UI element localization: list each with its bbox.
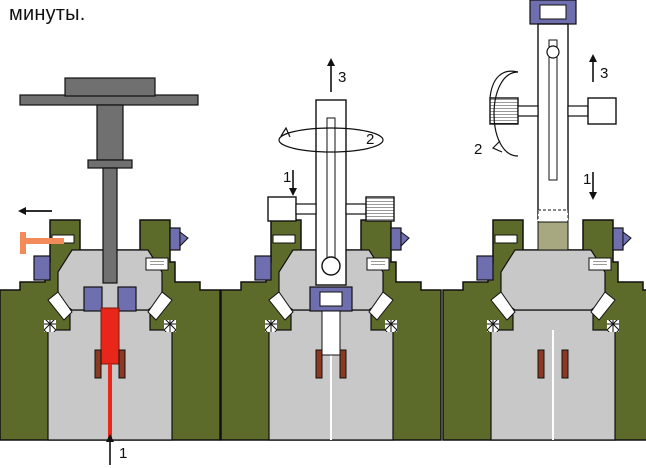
stage-2-plug-insertion: 3 2 1 [220, 58, 442, 441]
caption-text: минуты. [9, 3, 86, 25]
label-1c: 1 [583, 171, 591, 188]
label-2b: 2 [474, 141, 482, 158]
orange-handle [20, 232, 26, 254]
label-1: 1 [119, 445, 127, 462]
rotation-arrow [278, 127, 384, 153]
label-3b: 3 [600, 65, 608, 82]
label-1b: 1 [283, 169, 291, 186]
red-needle [100, 307, 120, 365]
label-2: 2 [366, 131, 374, 148]
stage-3-plug-removal: 3 2 1 [442, 0, 646, 441]
label-3: 3 [338, 69, 346, 86]
stage-1-needle-insertion: 1 [0, 77, 221, 465]
collet [94, 349, 102, 379]
rotation-arrow-3 [493, 71, 519, 157]
